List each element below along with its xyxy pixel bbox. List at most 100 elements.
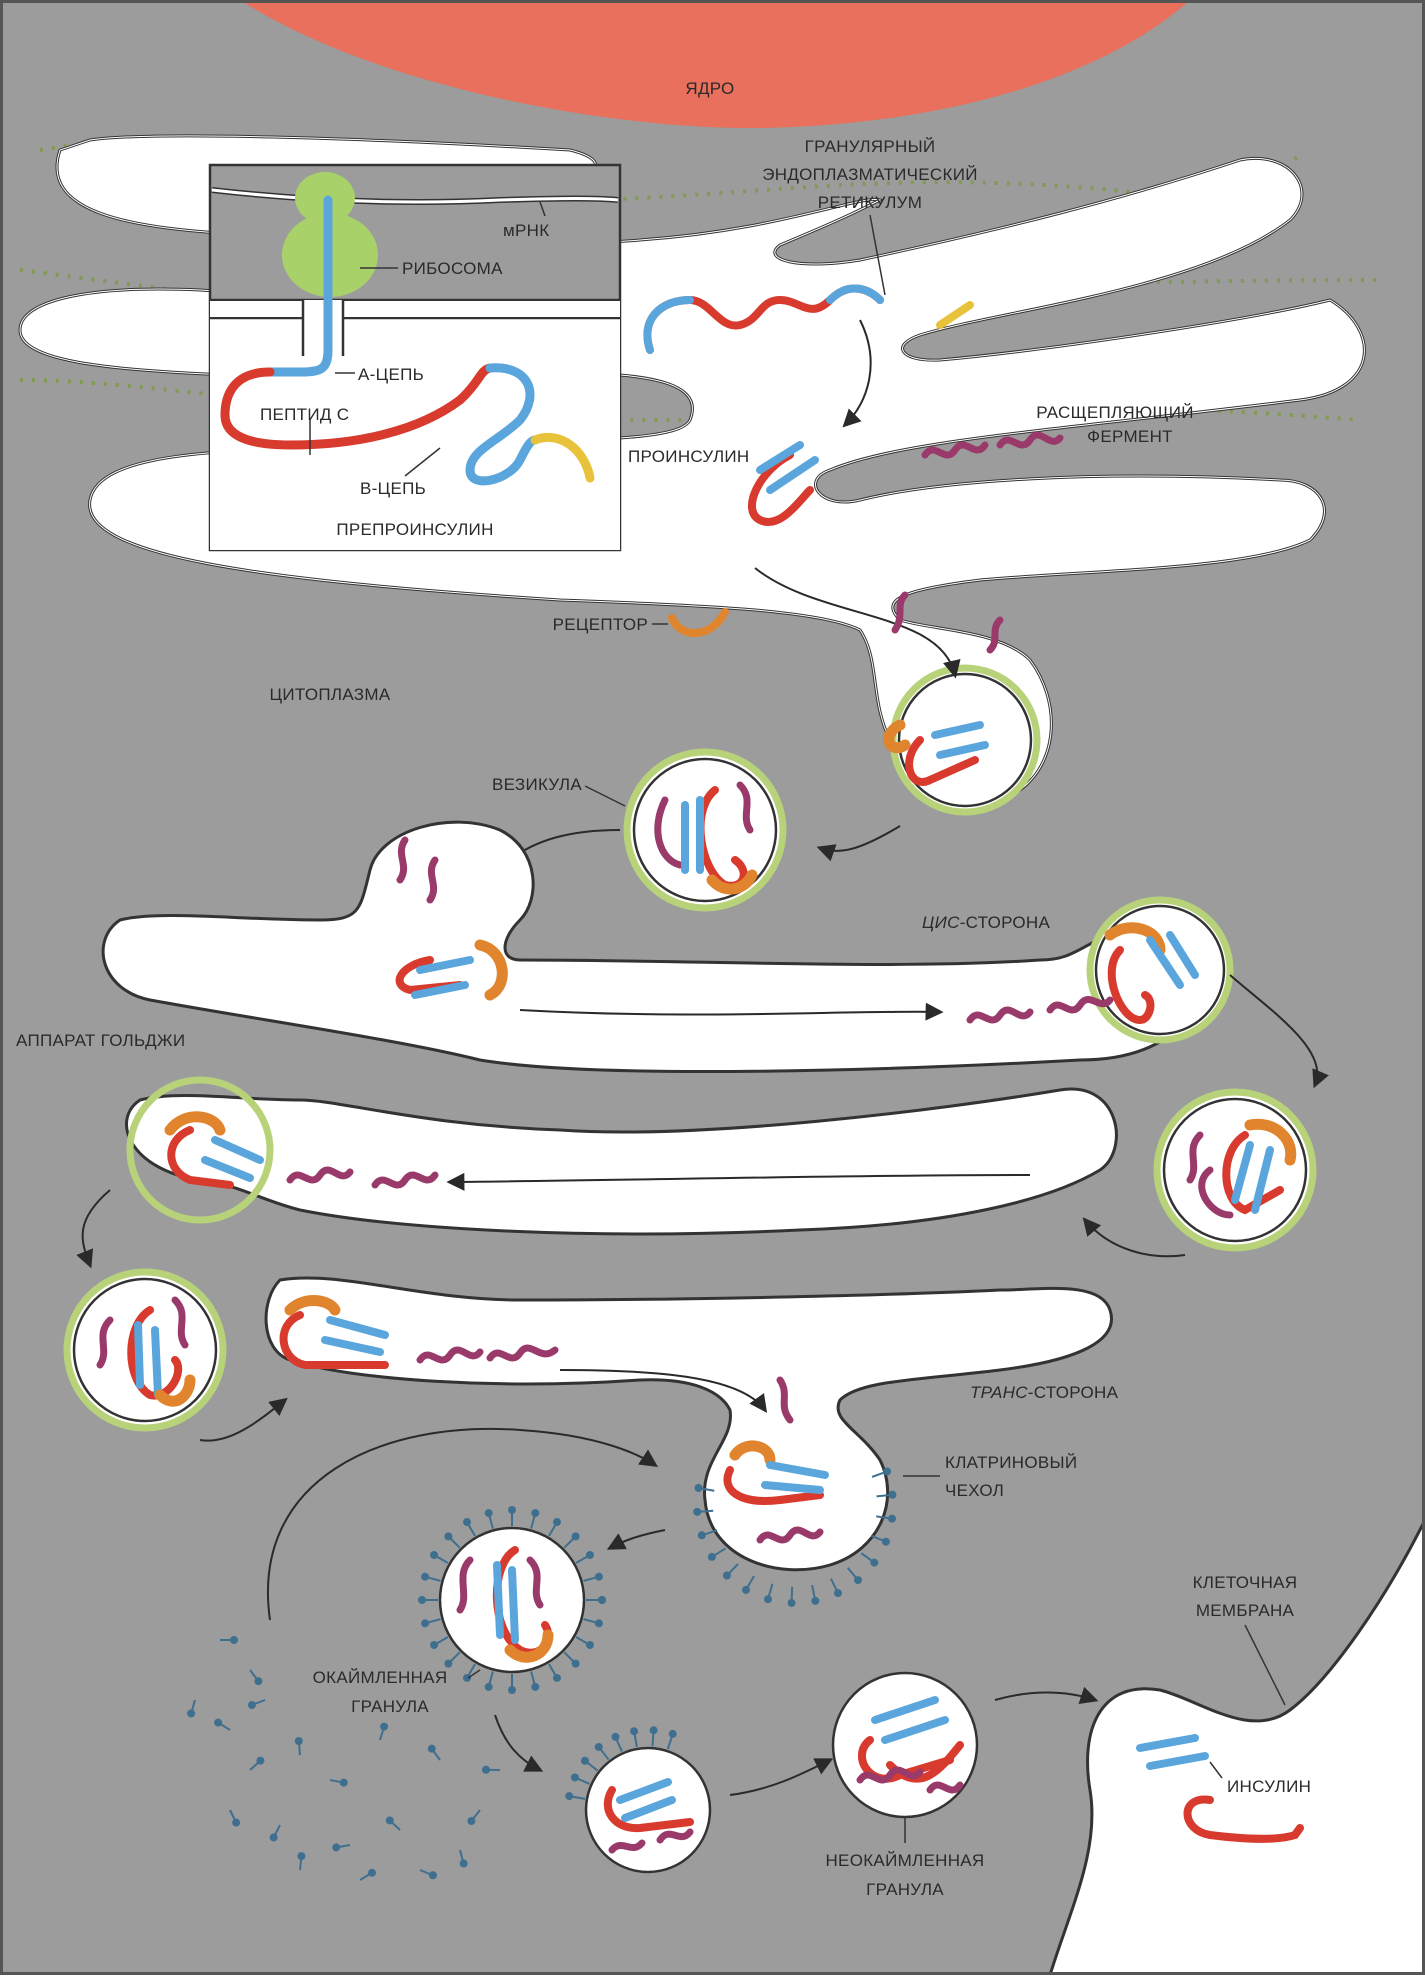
shed-clathrin-head bbox=[429, 1871, 437, 1879]
shed-clathrin-head bbox=[270, 1833, 278, 1841]
clathrin-head bbox=[888, 1515, 896, 1523]
clathrin-head bbox=[485, 1683, 493, 1691]
nucleus-label: ЯДРО bbox=[685, 79, 734, 98]
clathrin-head bbox=[788, 1599, 796, 1607]
cell-membrane-label-2: МЕМБРАНА bbox=[1196, 1601, 1295, 1620]
clathrin-head bbox=[553, 1518, 561, 1526]
clathrin-head bbox=[485, 1509, 493, 1517]
cell-membrane-label-1: КЛЕТОЧНАЯ bbox=[1193, 1573, 1298, 1592]
a-chain-label: А-ЦЕПЬ bbox=[358, 365, 424, 384]
clathrin-head bbox=[698, 1531, 706, 1539]
clathrin-head bbox=[723, 1571, 731, 1579]
proinsulin-label: ПРОИНСУЛИН bbox=[628, 447, 750, 466]
clathrin-head bbox=[764, 1595, 772, 1603]
cleaving-enzyme-label-2: ФЕРМЕНТ bbox=[1087, 427, 1173, 446]
clathrin-head bbox=[565, 1792, 573, 1800]
clathrin-label-1: КЛАТРИНОВЫЙ bbox=[945, 1453, 1077, 1472]
rough-er-label-1: ГРАНУЛЯРНЫЙ bbox=[805, 137, 936, 156]
clathrin-head bbox=[598, 1596, 606, 1604]
uncoated-granule-label-2: ГРАНУЛА bbox=[866, 1880, 944, 1899]
clathrin-head bbox=[463, 1518, 471, 1526]
clathrin-head bbox=[595, 1743, 603, 1751]
ribosome-label: РИБОСОМА bbox=[402, 259, 503, 278]
clathrin-head bbox=[421, 1619, 429, 1627]
shed-clathrin-head bbox=[428, 1745, 436, 1753]
mrna-label: мРНК bbox=[503, 221, 549, 240]
vesicle-left bbox=[67, 1272, 223, 1428]
clathrin-head bbox=[572, 1532, 580, 1540]
clathrin-head bbox=[586, 1641, 594, 1649]
cleaving-enzyme-label-1: РАСЩЕПЛЯЮЩИЙ bbox=[1036, 403, 1194, 422]
vesicle-right bbox=[1157, 1092, 1313, 1248]
clathrin-head bbox=[508, 1686, 516, 1694]
vesicle-transport bbox=[627, 752, 783, 908]
shed-clathrin-head bbox=[386, 1816, 394, 1824]
clathrin-head bbox=[888, 1491, 896, 1499]
rough-er-label-2: ЭНДОПЛАЗМАТИЧЕСКИЙ bbox=[762, 165, 977, 184]
clathrin-head bbox=[630, 1727, 638, 1735]
preproinsulin-label: ПРЕПРОИНСУЛИН bbox=[336, 520, 493, 539]
clathrin-head bbox=[421, 1573, 429, 1581]
clathrin-head bbox=[444, 1532, 452, 1540]
clathrin-head bbox=[650, 1726, 658, 1734]
clathrin-head bbox=[463, 1674, 471, 1682]
shed-clathrin-head bbox=[232, 1819, 240, 1827]
clathrin-head bbox=[581, 1757, 589, 1765]
rough-er-label-3: РЕТИКУЛУМ bbox=[818, 193, 922, 212]
clathrin-head bbox=[553, 1674, 561, 1682]
shed-clathrin-head bbox=[460, 1860, 468, 1868]
clathrin-head bbox=[694, 1484, 702, 1492]
clathrin-head bbox=[708, 1553, 716, 1561]
clathrin-head bbox=[508, 1506, 516, 1514]
clathrin-head bbox=[834, 1589, 842, 1597]
shed-clathrin-head bbox=[256, 1757, 264, 1765]
shed-clathrin-head bbox=[467, 1817, 475, 1825]
clathrin-head bbox=[870, 1559, 878, 1567]
clathrin-head bbox=[571, 1773, 579, 1781]
clathrin-head bbox=[742, 1586, 750, 1594]
shed-clathrin-head bbox=[482, 1766, 490, 1774]
clathrin-head bbox=[882, 1538, 890, 1546]
shed-clathrin-head bbox=[230, 1636, 238, 1644]
clathrin-head bbox=[531, 1683, 539, 1691]
clathrin-head bbox=[430, 1551, 438, 1559]
clathrin-head bbox=[811, 1597, 819, 1605]
trans-side-label: ТРАНС-СТОРОНА bbox=[970, 1383, 1119, 1402]
peptide-c-label: ПЕПТИД С bbox=[260, 405, 349, 424]
coated-granule-label-1: ОКАЙМЛЕННАЯ bbox=[313, 1668, 448, 1687]
receptor-label: РЕЦЕПТОР bbox=[553, 615, 648, 634]
clathrin-head bbox=[586, 1551, 594, 1559]
shed-clathrin-head bbox=[332, 1843, 340, 1851]
shed-clathrin-head bbox=[254, 1677, 262, 1685]
vesicle-label: ВЕЗИКУЛА bbox=[492, 775, 582, 794]
insulin-label: ИНСУЛИН bbox=[1227, 1777, 1311, 1796]
coated-granule bbox=[418, 1506, 606, 1694]
clathrin-head bbox=[430, 1641, 438, 1649]
uncoated-granule bbox=[833, 1673, 977, 1817]
clathrin-head bbox=[595, 1619, 603, 1627]
clathrin-label-2: ЧЕХОЛ bbox=[945, 1481, 1004, 1500]
golgi-label: АППАРАТ ГОЛЬДЖИ bbox=[16, 1031, 185, 1050]
clathrin-head bbox=[572, 1660, 580, 1668]
clathrin-head bbox=[418, 1596, 426, 1604]
shed-clathrin-head bbox=[340, 1779, 348, 1787]
shed-clathrin-head bbox=[295, 1737, 303, 1745]
cis-side-label: ЦИС-СТОРОНА bbox=[922, 913, 1050, 932]
clathrin-head bbox=[595, 1573, 603, 1581]
shed-clathrin-head bbox=[187, 1709, 195, 1717]
b-chain-label: В-ЦЕПЬ bbox=[360, 479, 426, 498]
uncoated-granule-label-1: НЕОКАЙМЛЕННАЯ bbox=[825, 1851, 984, 1870]
shed-clathrin-head bbox=[214, 1719, 222, 1727]
shed-clathrin-head bbox=[380, 1723, 388, 1731]
shed-clathrin-head bbox=[248, 1701, 256, 1709]
clathrin-head bbox=[444, 1660, 452, 1668]
coated-granule-label-2: ГРАНУЛА bbox=[351, 1697, 429, 1716]
cytoplasm-label: ЦИТОПЛАЗМА bbox=[270, 685, 391, 704]
clathrin-head bbox=[611, 1733, 619, 1741]
clathrin-head bbox=[693, 1508, 701, 1516]
shed-clathrin-head bbox=[297, 1852, 305, 1860]
clathrin-head bbox=[883, 1467, 891, 1475]
clathrin-head bbox=[854, 1576, 862, 1584]
